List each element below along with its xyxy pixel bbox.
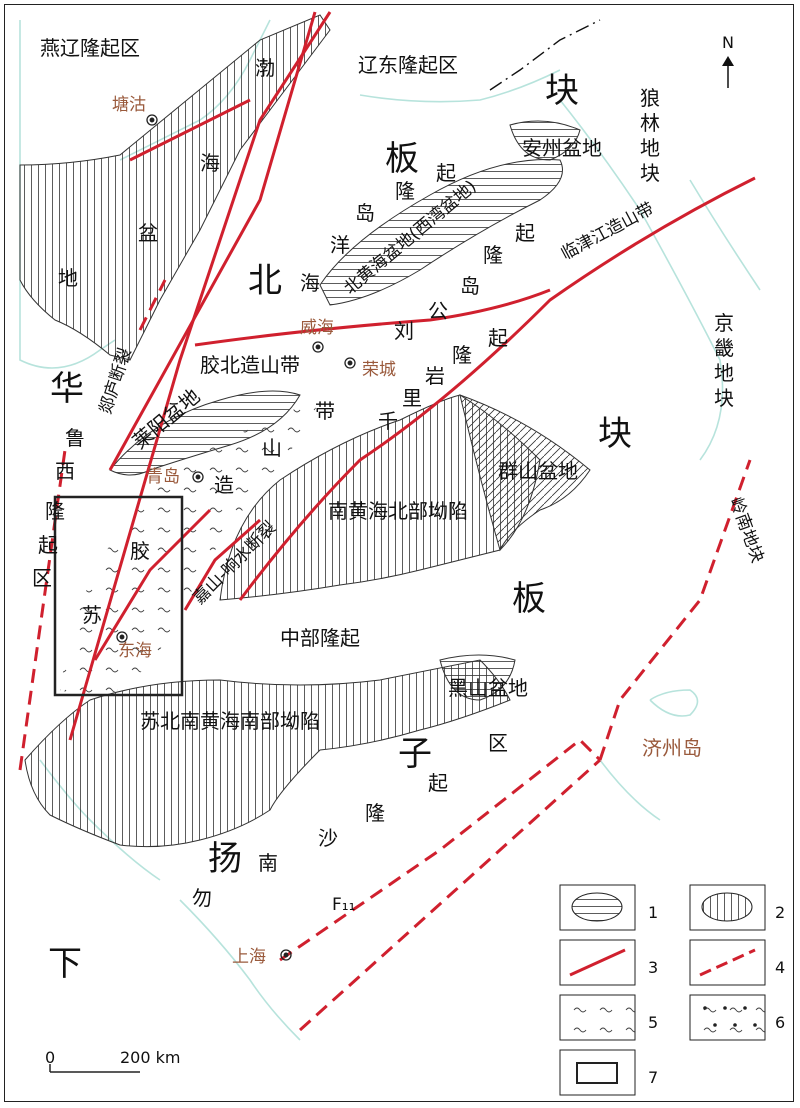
qunshan-basin — [459, 394, 591, 552]
big-bei: 北 — [248, 261, 282, 301]
liugong-liu: 刘 — [394, 319, 414, 343]
label-lingnan: 岭南地块 — [725, 495, 767, 566]
city-donghai: 东海 — [118, 641, 152, 661]
qianli-qian: 千 — [378, 409, 398, 433]
yzs-wu: 勿 — [192, 886, 212, 910]
yzs-qi: 起 — [428, 771, 448, 795]
liugong-qi: 起 — [515, 221, 535, 245]
big-ban1: 板 — [385, 139, 419, 179]
label-central-uplift: 中部隆起 — [280, 626, 360, 650]
label-f11: F₁₁ — [332, 895, 355, 915]
haiyang-yang: 洋 — [330, 233, 350, 257]
big-zi: 子 — [398, 734, 432, 774]
qianli-long: 隆 — [452, 343, 472, 367]
haiyang-long: 隆 — [395, 179, 415, 203]
legend — [559, 884, 766, 1096]
label-snys-south: 苏北南黄海南部坳陷 — [140, 709, 320, 733]
label-anzhou: 安州盆地 — [522, 136, 602, 160]
big-ban2: 板 — [512, 579, 546, 619]
label-qunshan: 群山盆地 — [498, 459, 578, 483]
jiaosu-orogen-area — [60, 400, 320, 700]
north-yellow-sea-basin — [319, 158, 563, 306]
anzhou-basin — [509, 120, 581, 161]
jiaobei-zao: 造 — [214, 473, 234, 497]
scale-zero: 0 — [45, 1048, 55, 1067]
label-bohai-di: 地 — [58, 266, 78, 290]
north-arrow — [722, 56, 734, 88]
big-yang: 扬 — [208, 839, 242, 879]
label-langlin-3: 地 — [640, 136, 660, 160]
city-weihai: 威海 — [300, 318, 334, 338]
faults-dashed — [18, 279, 752, 1032]
label-langlin-4: 块 — [640, 161, 660, 185]
big-xia: 下 — [48, 944, 82, 984]
luxi-1: 鲁 — [65, 426, 85, 450]
yzs-long: 隆 — [365, 801, 385, 825]
jiaosu-jiao: 胶 — [130, 539, 150, 563]
qianli-yan: 岩 — [425, 364, 445, 388]
label-jingji-4: 块 — [714, 386, 734, 410]
liugong-long: 隆 — [483, 243, 503, 267]
legend-7: 7 — [648, 1068, 658, 1087]
luxi-3: 隆 — [45, 499, 65, 523]
scale-label: 200 km — [120, 1048, 180, 1067]
qianli-li: 里 — [402, 386, 422, 410]
qianli-qi: 起 — [488, 326, 508, 350]
label-langlin-2: 林 — [640, 111, 660, 135]
jiaosu-su: 苏 — [82, 603, 102, 627]
label-jiaobei: 胶北造山带 — [200, 353, 300, 377]
faults-solid — [68, 11, 756, 741]
haiyang-qi: 起 — [436, 161, 456, 185]
luxi-5: 区 — [32, 566, 52, 590]
label-heishan: 黑山盆地 — [448, 676, 528, 700]
boundary-dashdot — [489, 19, 601, 91]
label-snys-north: 南黄海北部坳陷 — [328, 499, 468, 523]
label-tanlu: 郯庐断裂 — [96, 346, 136, 417]
luxi-4: 起 — [38, 533, 58, 557]
legend-5: 5 — [648, 1013, 658, 1032]
city-jeju: 济州岛 — [642, 736, 702, 760]
heishan-basin — [439, 654, 516, 701]
liugong-gong: 公 — [428, 299, 448, 323]
legend-4: 4 — [775, 958, 785, 977]
city-markers — [116, 114, 356, 961]
jiaobei-shan: 山 — [262, 436, 282, 460]
haiyang-dao: 岛 — [355, 201, 375, 225]
label-jingji-2: 畿 — [714, 336, 734, 360]
legend-2: 2 — [775, 903, 785, 922]
big-kuai1: 块 — [545, 71, 579, 111]
city-qingdao: 青岛 — [146, 467, 180, 487]
legend-3: 3 — [648, 958, 658, 977]
label-liaodong: 辽东隆起区 — [358, 53, 458, 77]
city-rongcheng: 荣城 — [362, 360, 396, 380]
label-jingji-1: 京 — [714, 311, 734, 335]
big-kuai2: 块 — [598, 414, 632, 454]
yzs-qu: 区 — [488, 731, 508, 755]
label-bohai-pen: 盆 — [138, 221, 158, 245]
haiyang-hai: 海 — [300, 271, 320, 295]
north-label: N — [722, 33, 734, 52]
luxi-2: 西 — [55, 459, 75, 483]
label-linjin: 临津江造山带 — [558, 199, 657, 265]
yzs-nan: 南 — [258, 851, 278, 875]
jiaobei-dai: 带 — [315, 399, 335, 423]
city-shanghai: 上海 — [232, 947, 266, 967]
city-tanggu: 塘沽 — [112, 95, 146, 115]
label-bohai-bo: 渤 — [255, 56, 275, 80]
snys-south-depression — [24, 659, 511, 848]
big-hua: 华 — [50, 369, 84, 409]
label-jingji-3: 地 — [714, 361, 734, 385]
legend-6: 6 — [775, 1013, 785, 1032]
label-langlin-1: 狼 — [640, 86, 660, 110]
study-area-box — [53, 495, 184, 697]
bohai-basin — [19, 14, 331, 361]
label-bohai-hai: 海 — [200, 151, 220, 175]
legend-1: 1 — [648, 903, 658, 922]
liugong-dao: 岛 — [460, 274, 480, 298]
yzs-sha: 沙 — [318, 826, 338, 850]
label-yanliao: 燕辽隆起区 — [40, 36, 140, 60]
